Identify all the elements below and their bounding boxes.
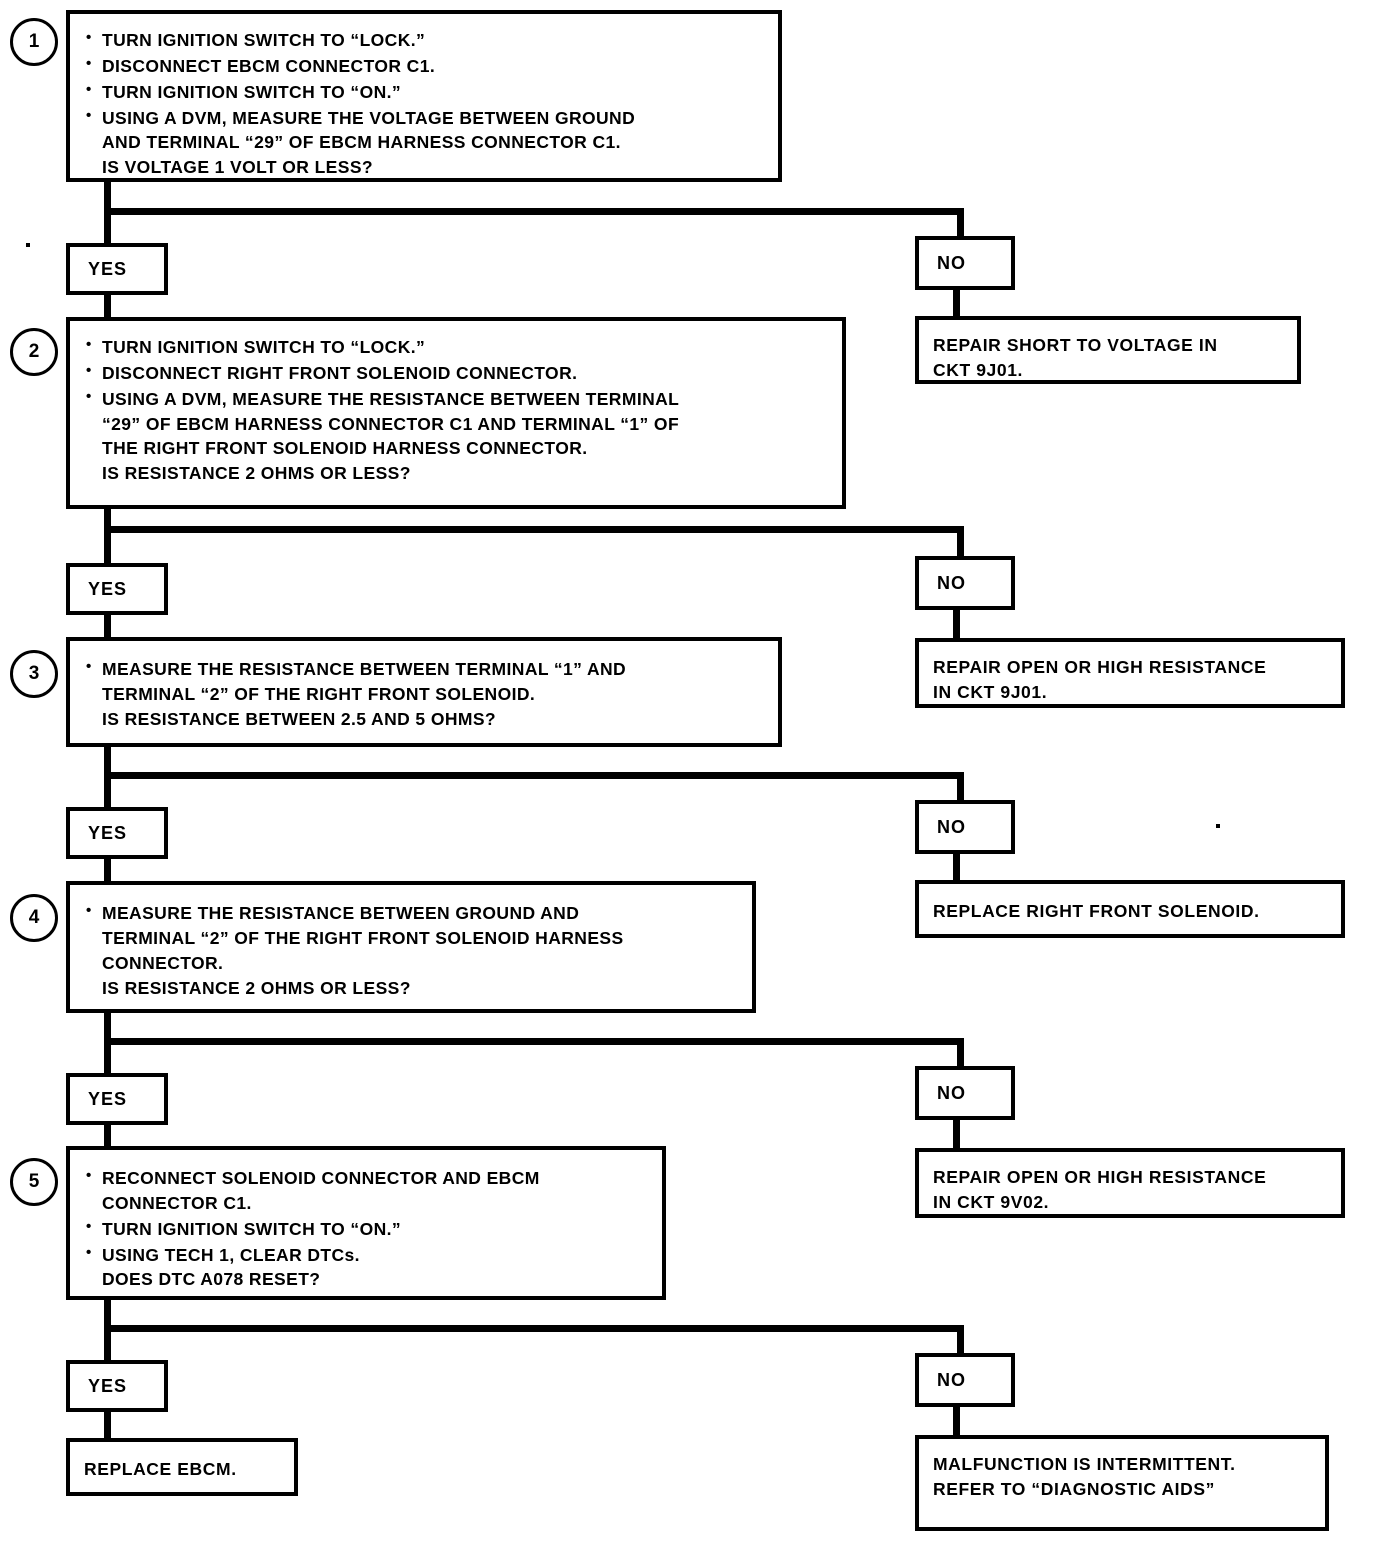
step-2-line-3: USING A DVM, MEASURE THE RESISTANCE BETW… [84, 386, 832, 486]
step-number-1: 1 [10, 18, 58, 66]
connector-step2-branch [104, 526, 964, 533]
step-2-line-1: TURN IGNITION SWITCH TO “LOCK.” [84, 334, 832, 360]
connector-step1-branch [104, 208, 964, 215]
yes-box-5: YES [66, 1360, 168, 1412]
connector-yes1-to-step2 [104, 293, 111, 319]
yes-label-1: YES [88, 258, 128, 279]
step-3-lines: MEASURE THE RESISTANCE BETWEEN TERMINAL … [84, 656, 768, 732]
yes-box-2: YES [66, 563, 168, 615]
yes-box-3: YES [66, 807, 168, 859]
step-2-lines: TURN IGNITION SWITCH TO “LOCK.” DISCONNE… [84, 334, 832, 486]
step-number-5: 5 [10, 1158, 58, 1206]
result-box-no-2: REPAIR OPEN OR HIGH RESISTANCE IN CKT 9J… [915, 638, 1345, 708]
step-number-3: 3 [10, 650, 58, 698]
scan-speck [1216, 824, 1220, 828]
connector-no1-to-result [953, 288, 960, 318]
connector-no3-to-result [953, 852, 960, 882]
connector-no5-to-result [953, 1405, 960, 1437]
result-text-no-1: REPAIR SHORT TO VOLTAGE IN CKT 9J01. [933, 335, 1218, 381]
connector-step4-no-drop [957, 1038, 964, 1070]
step-box-2: TURN IGNITION SWITCH TO “LOCK.” DISCONNE… [66, 317, 846, 509]
connector-step2-stem [104, 505, 111, 567]
connector-step3-branch [104, 772, 964, 779]
step-4-line-1: MEASURE THE RESISTANCE BETWEEN GROUND AN… [84, 900, 742, 1000]
result-text-no-2: REPAIR OPEN OR HIGH RESISTANCE IN CKT 9J… [933, 657, 1267, 703]
step-box-1: TURN IGNITION SWITCH TO “LOCK.” DISCONNE… [66, 10, 782, 182]
result-text-no-3: REPLACE RIGHT FRONT SOLENOID. [933, 901, 1260, 921]
step-2-line-2: DISCONNECT RIGHT FRONT SOLENOID CONNECTO… [84, 360, 832, 386]
result-box-no-4: REPAIR OPEN OR HIGH RESISTANCE IN CKT 9V… [915, 1148, 1345, 1218]
no-label-2: NO [937, 572, 966, 593]
step-5-line-3: USING TECH 1, CLEAR DTCs. DOES DTC A078 … [84, 1242, 652, 1293]
no-box-2: NO [915, 556, 1015, 610]
step-box-5: RECONNECT SOLENOID CONNECTOR AND EBCM CO… [66, 1146, 666, 1300]
yes-label-3: YES [88, 822, 128, 843]
step-1-line-3: TURN IGNITION SWITCH TO “ON.” [84, 79, 768, 105]
no-label-1: NO [937, 252, 966, 273]
connector-no4-to-result [953, 1118, 960, 1150]
result-text-no-5: MALFUNCTION IS INTERMITTENT. REFER TO “D… [933, 1454, 1236, 1500]
step-1-line-4: USING A DVM, MEASURE THE VOLTAGE BETWEEN… [84, 105, 768, 181]
step-1-lines: TURN IGNITION SWITCH TO “LOCK.” DISCONNE… [84, 27, 768, 181]
step-5-line-1: RECONNECT SOLENOID CONNECTOR AND EBCM CO… [84, 1165, 652, 1216]
connector-no2-to-result [953, 608, 960, 640]
connector-step2-no-drop [957, 526, 964, 560]
connector-step3-no-drop [957, 772, 964, 804]
no-box-3: NO [915, 800, 1015, 854]
step-1-line-1: TURN IGNITION SWITCH TO “LOCK.” [84, 27, 768, 53]
no-label-4: NO [937, 1082, 966, 1103]
step-3-line-1: MEASURE THE RESISTANCE BETWEEN TERMINAL … [84, 656, 768, 732]
result-text-yes-final: REPLACE EBCM. [84, 1459, 237, 1479]
step-4-lines: MEASURE THE RESISTANCE BETWEEN GROUND AN… [84, 900, 742, 1000]
connector-step5-branch [104, 1325, 964, 1332]
connector-step1-no-drop [957, 208, 964, 240]
connector-step4-branch [104, 1038, 964, 1045]
step-5-lines: RECONNECT SOLENOID CONNECTOR AND EBCM CO… [84, 1165, 652, 1293]
no-label-3: NO [937, 816, 966, 837]
no-label-5: NO [937, 1369, 966, 1390]
step-5-line-2: TURN IGNITION SWITCH TO “ON.” [84, 1216, 652, 1242]
step-box-3: MEASURE THE RESISTANCE BETWEEN TERMINAL … [66, 637, 782, 747]
result-box-no-3: REPLACE RIGHT FRONT SOLENOID. [915, 880, 1345, 938]
connector-yes5-to-result [104, 1410, 111, 1440]
result-text-no-4: REPAIR OPEN OR HIGH RESISTANCE IN CKT 9V… [933, 1167, 1267, 1213]
scan-speck [26, 243, 30, 247]
no-box-5: NO [915, 1353, 1015, 1407]
step-box-4: MEASURE THE RESISTANCE BETWEEN GROUND AN… [66, 881, 756, 1013]
step-number-4: 4 [10, 894, 58, 942]
result-box-no-5: MALFUNCTION IS INTERMITTENT. REFER TO “D… [915, 1435, 1329, 1531]
yes-box-1: YES [66, 243, 168, 295]
connector-step5-no-drop [957, 1325, 964, 1357]
yes-label-5: YES [88, 1375, 128, 1396]
step-1-line-2: DISCONNECT EBCM CONNECTOR C1. [84, 53, 768, 79]
step-number-2: 2 [10, 328, 58, 376]
yes-box-4: YES [66, 1073, 168, 1125]
result-box-yes-final: REPLACE EBCM. [66, 1438, 298, 1496]
connector-yes2-to-step3 [104, 613, 111, 639]
connector-yes3-to-step4 [104, 857, 111, 883]
connector-yes4-to-step5 [104, 1123, 111, 1149]
no-box-1: NO [915, 236, 1015, 290]
yes-label-2: YES [88, 578, 128, 599]
result-box-no-1: REPAIR SHORT TO VOLTAGE IN CKT 9J01. [915, 316, 1301, 384]
yes-label-4: YES [88, 1088, 128, 1109]
no-box-4: NO [915, 1066, 1015, 1120]
